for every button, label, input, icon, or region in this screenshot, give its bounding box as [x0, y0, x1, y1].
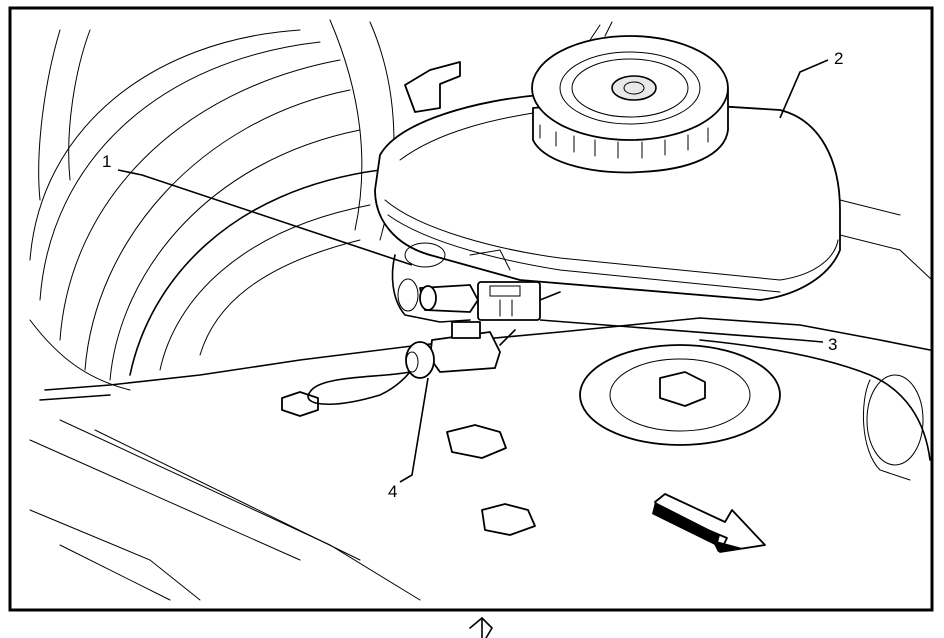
bolt-recesses: [281, 344, 781, 536]
partial-glyph-icon: [469, 617, 493, 638]
reservoir-cap: [531, 21, 729, 174]
bolt-head: [659, 371, 706, 407]
mounting-panel: [29, 199, 933, 601]
fluid-level-sensor: [419, 281, 561, 321]
fluid-reservoir: [374, 61, 841, 323]
leader-1: [117, 169, 413, 266]
bolt-head: [481, 503, 536, 536]
bolt-head: [281, 391, 319, 417]
leader-2: [779, 59, 829, 119]
leader-3: [539, 319, 824, 343]
arrow-down-right-icon: [652, 493, 766, 553]
callout-4: 4: [388, 482, 397, 501]
callout-2: 2: [834, 49, 843, 68]
leader-lines: [117, 59, 829, 483]
bolt-head: [446, 424, 507, 459]
leader-4: [399, 377, 429, 483]
callout-1: 1: [102, 152, 111, 171]
illustration: [29, 19, 933, 638]
callout-3: 3: [828, 335, 837, 354]
brake-booster: [29, 19, 395, 391]
harness-connector: [307, 321, 516, 405]
